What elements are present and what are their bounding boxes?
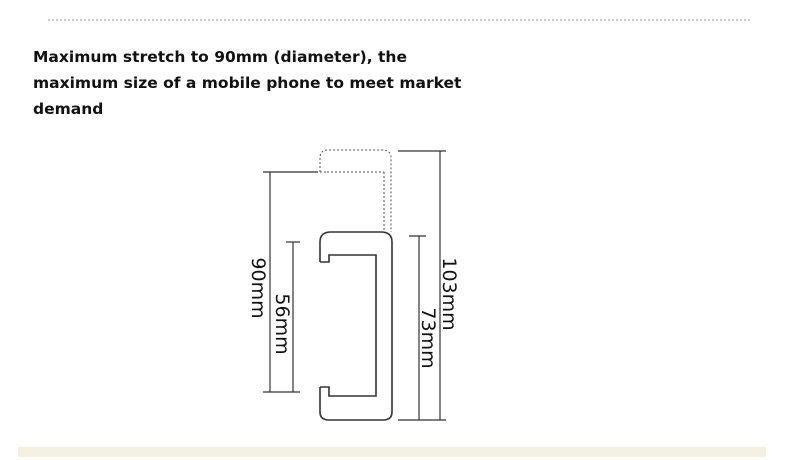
extended-clamp-outline xyxy=(319,149,392,232)
dimension-label-56mm: 56mm xyxy=(271,293,293,354)
description-line-2: maximum size of a mobile phone to meet m… xyxy=(33,74,462,92)
dimension-lines xyxy=(263,150,446,421)
description-line-1: Maximum stretch to 90mm (diameter), the xyxy=(33,48,407,66)
product-description: Maximum stretch to 90mm (diameter), the … xyxy=(33,44,473,122)
dimension-label-90mm: 90mm xyxy=(247,257,269,318)
dimension-label-103mm: 103mm xyxy=(438,257,460,330)
clamp-body xyxy=(319,231,393,421)
dimension-label-73mm: 73mm xyxy=(417,307,439,368)
description-line-3: demand xyxy=(33,100,104,118)
dotted-divider xyxy=(48,19,750,21)
footer-band xyxy=(18,447,766,457)
